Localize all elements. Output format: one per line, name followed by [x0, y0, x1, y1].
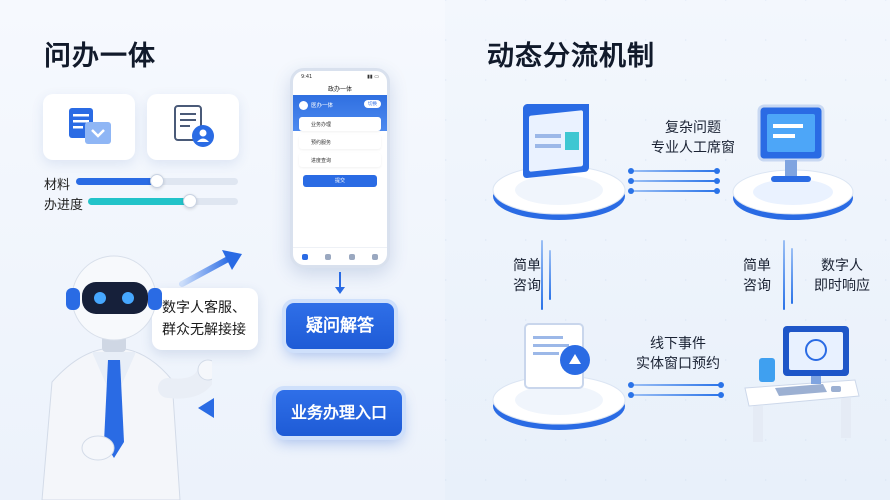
offline-label: 线下事件 实体窗口预约 — [623, 334, 733, 374]
arrow-up-right-icon — [179, 250, 242, 287]
arrow-left-icon — [198, 398, 265, 418]
business-entry-button[interactable]: 业务办理入口 — [276, 390, 402, 436]
connector-line — [541, 240, 543, 310]
material-bar-row: 材料 — [44, 174, 70, 193]
left-title: 问办一体 — [44, 41, 156, 72]
profile-card[interactable] — [147, 94, 239, 160]
simple-right-label: 简单 咨询 — [737, 256, 777, 296]
connector-line — [628, 178, 720, 184]
phone-row[interactable]: 进度查询 — [299, 153, 381, 167]
material-label: 材料 — [44, 178, 71, 193]
digital-label-line: 即时响应 — [814, 278, 870, 294]
connector-line — [549, 250, 551, 300]
material-slider-handle[interactable] — [150, 174, 164, 188]
phone-status-bar: 9:41 ▮▮ ▭ — [301, 74, 379, 80]
browser-window-platform — [492, 104, 626, 220]
phone-bottom-nav — [293, 247, 387, 265]
bubble-line: 群众无解接接 — [162, 322, 246, 338]
document-card[interactable] — [43, 94, 135, 160]
connector-line — [628, 188, 720, 194]
message-icon[interactable] — [348, 253, 355, 260]
simple-left-label: 简单 咨询 — [507, 256, 547, 296]
progress-bar-row: 办进度 — [44, 194, 83, 213]
phone-time: 9:41 — [301, 74, 313, 80]
progress-label: 办进度 — [44, 198, 84, 213]
home-icon[interactable] — [301, 253, 308, 260]
signal-icon: ▮▮ ▭ — [367, 74, 379, 80]
connector-line — [628, 392, 724, 398]
right-panel: 动态分流机制 — [445, 0, 890, 500]
offline-label-line: 线下事件 — [650, 336, 706, 352]
simple-right-line: 咨询 — [743, 278, 771, 294]
complex-label-line: 复杂问题 — [665, 120, 721, 136]
phone-header-name: 医办一体 — [311, 103, 334, 109]
simple-right-line: 简单 — [743, 258, 771, 274]
complex-label: 复杂问题 专业人工席窗 — [633, 118, 753, 158]
task-icon[interactable] — [325, 253, 332, 260]
connector-line — [783, 240, 785, 310]
connector-line — [628, 382, 724, 388]
digital-label: 数字人 即时响应 — [807, 256, 877, 296]
right-title: 动态分流机制 — [487, 41, 655, 72]
document-stack-icon — [69, 108, 111, 144]
digital-label-line: 数字人 — [821, 258, 863, 274]
avatar — [299, 101, 308, 110]
phone-mockup: 9:41 ▮▮ ▭ 政办一体 医办一体 切换 业务办理 预约服务 进度查询 提交 — [290, 68, 390, 268]
phone-submit-button[interactable]: 提交 — [303, 175, 377, 187]
complex-label-line: 专业人工席窗 — [651, 140, 735, 156]
phone-switch-button[interactable]: 切换 — [364, 100, 381, 108]
phone-row[interactable]: 业务办理 — [299, 117, 381, 131]
connector-line — [791, 248, 793, 304]
document-platform — [492, 323, 626, 430]
speech-bubble: 数字人客服、 群众无解接接 — [152, 288, 258, 350]
left-panel: 问办一体 材料 办进度 — [0, 0, 445, 500]
progress-track[interactable] — [88, 194, 238, 208]
connector-line — [628, 168, 720, 174]
desk-terminal-icon — [744, 326, 860, 442]
monitor-platform — [732, 104, 854, 220]
arrow-down-icon — [335, 272, 345, 294]
id-document-icon — [174, 105, 214, 147]
robot-avatar-icon — [41, 255, 212, 500]
progress-fill — [88, 198, 190, 205]
user-icon[interactable] — [372, 253, 379, 260]
question-answer-button[interactable]: 疑问解答 — [286, 303, 394, 349]
simple-left-line: 简单 — [513, 258, 541, 274]
material-track[interactable] — [76, 174, 238, 188]
phone-row[interactable]: 预约服务 — [299, 135, 381, 149]
bubble-line: 数字人客服、 — [162, 300, 246, 316]
offline-label-line: 实体窗口预约 — [636, 356, 720, 372]
progress-slider-handle[interactable] — [183, 194, 197, 208]
simple-left-line: 咨询 — [513, 278, 541, 294]
phone-app-title: 政办一体 — [327, 86, 352, 93]
material-fill — [76, 178, 157, 185]
